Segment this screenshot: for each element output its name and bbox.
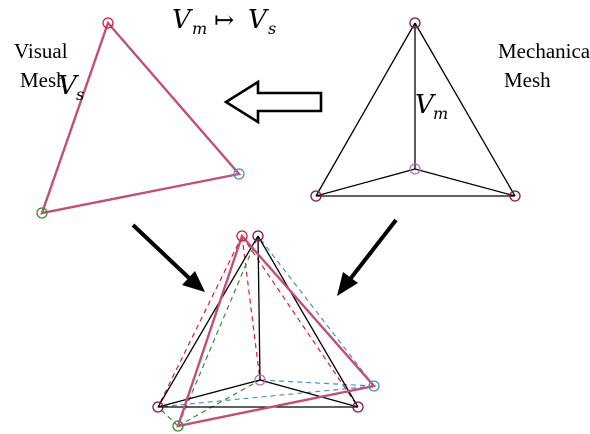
mech-vertex-right [509,190,521,202]
arrow-right-to-combined [337,218,398,296]
visual-mesh-label-line1: Visual [14,39,68,63]
combined-visual-triangle [176,233,377,428]
mechanical-mesh-label-line2: Mesh [504,68,551,92]
mechanical-mesh-symbol-sub: m [433,104,448,123]
visual-vertex-blue [233,168,245,180]
combined-mech-vertex-back [254,374,266,386]
formula-arrow: ↦ [214,8,234,34]
visual-vertex-red [102,17,114,29]
visual-mesh-symbol: V [58,71,79,101]
formula-rhs-sub: s [268,19,276,38]
combined-mech-vertex-right [352,401,364,413]
combined-vertex-blue [368,380,380,392]
formula-rhs: V [248,5,269,35]
combined-vertex-green [172,420,184,432]
formula-lhs-sub: m [192,19,207,38]
mapping-formula: V m ↦ V s [172,5,276,38]
mapping-left-arrow [223,79,323,125]
mechanical-mesh [310,17,521,202]
visual-mesh-triangle [40,20,242,215]
mech-vertex-top [409,17,421,29]
visual-mesh-symbol-sub: s [76,85,84,104]
visual-mesh-label-line2: Mesh [20,68,67,92]
combined-vertex-red [236,230,248,242]
mechanical-mesh-symbol: V [415,90,436,120]
arrow-left-to-combined [131,223,205,292]
combined-mesh [152,230,380,432]
formula-lhs: V [172,5,193,35]
combined-mech-vertex-left [152,401,164,413]
mech-vertex-left [310,190,322,202]
combined-mech-vertex-top [252,230,264,242]
mechanical-mesh-label-line1: Mechanical [498,39,590,63]
mech-vertex-back [409,163,421,175]
visual-vertex-green [36,207,48,219]
visual-mesh [36,17,245,219]
